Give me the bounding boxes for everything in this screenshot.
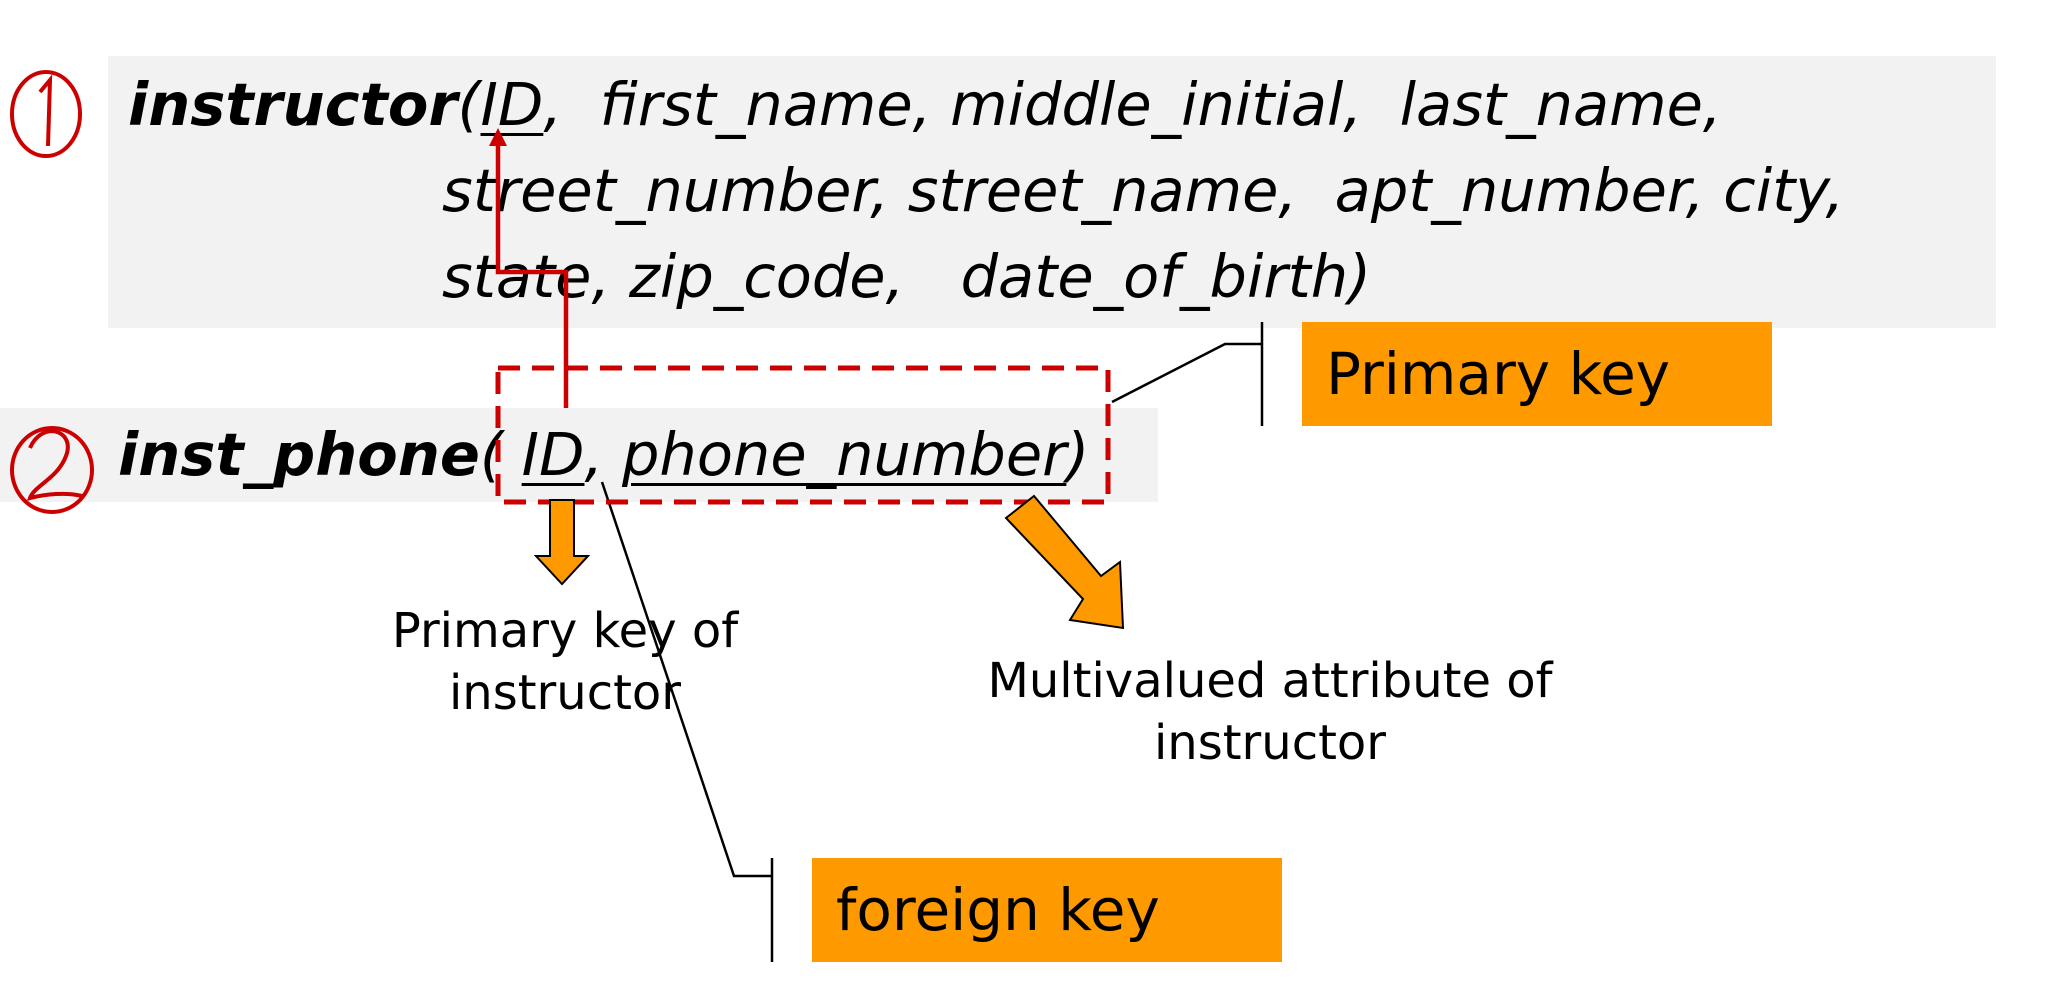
primary-key-callout-connector (1111, 322, 1264, 426)
instructor-relation-panel (108, 56, 1996, 328)
open-paren: ( (457, 70, 481, 139)
instructor-attributes-line-3: state, zip_code, date_of_birth) (442, 242, 1372, 311)
inst-phone-relation-name: inst_phone (118, 420, 480, 489)
inst-phone-relation-panel (0, 408, 1158, 502)
foreign-key-callout: foreign key (812, 858, 1282, 962)
arrowhead-icon (489, 128, 507, 146)
instructor-relation-name: instructor (128, 70, 458, 139)
instructor-attributes-line-2: street_number, street_name, apt_number, … (442, 156, 1845, 225)
instructor-relation-line-1: instructor(ID, first_name, middle_initia… (128, 62, 1722, 148)
caption-primary-key-of-instructor: Primary key of instructor (391, 603, 739, 721)
foreign-key-reference-arrow (495, 140, 569, 408)
inst-phone-relation-line: inst_phone( ID, phone_number) (118, 412, 1089, 498)
comma-separator: , (584, 420, 622, 489)
primary-key-callout: Primary key (1302, 322, 1772, 426)
inst-phone-key-id: ID (521, 420, 585, 489)
close-paren: ) (1066, 420, 1090, 489)
primary-key-dashed-box (495, 365, 1111, 505)
circled-number-2-icon (10, 426, 94, 514)
circled-number-1-icon (10, 70, 82, 158)
instructor-attributes-line-1: , first_name, middle_initial, last_name, (543, 70, 1722, 139)
foreign-key-callout-connector (600, 481, 774, 962)
instructor-primary-key-id: ID (480, 70, 544, 139)
down-arrow-icon (533, 499, 591, 586)
diagonal-arrow-icon (1004, 494, 1125, 630)
inst-phone-key-phone-number: phone_number (621, 420, 1067, 489)
open-paren: ( (479, 420, 522, 489)
caption-multivalued-attribute: Multivalued attribute of instructor (987, 653, 1553, 771)
